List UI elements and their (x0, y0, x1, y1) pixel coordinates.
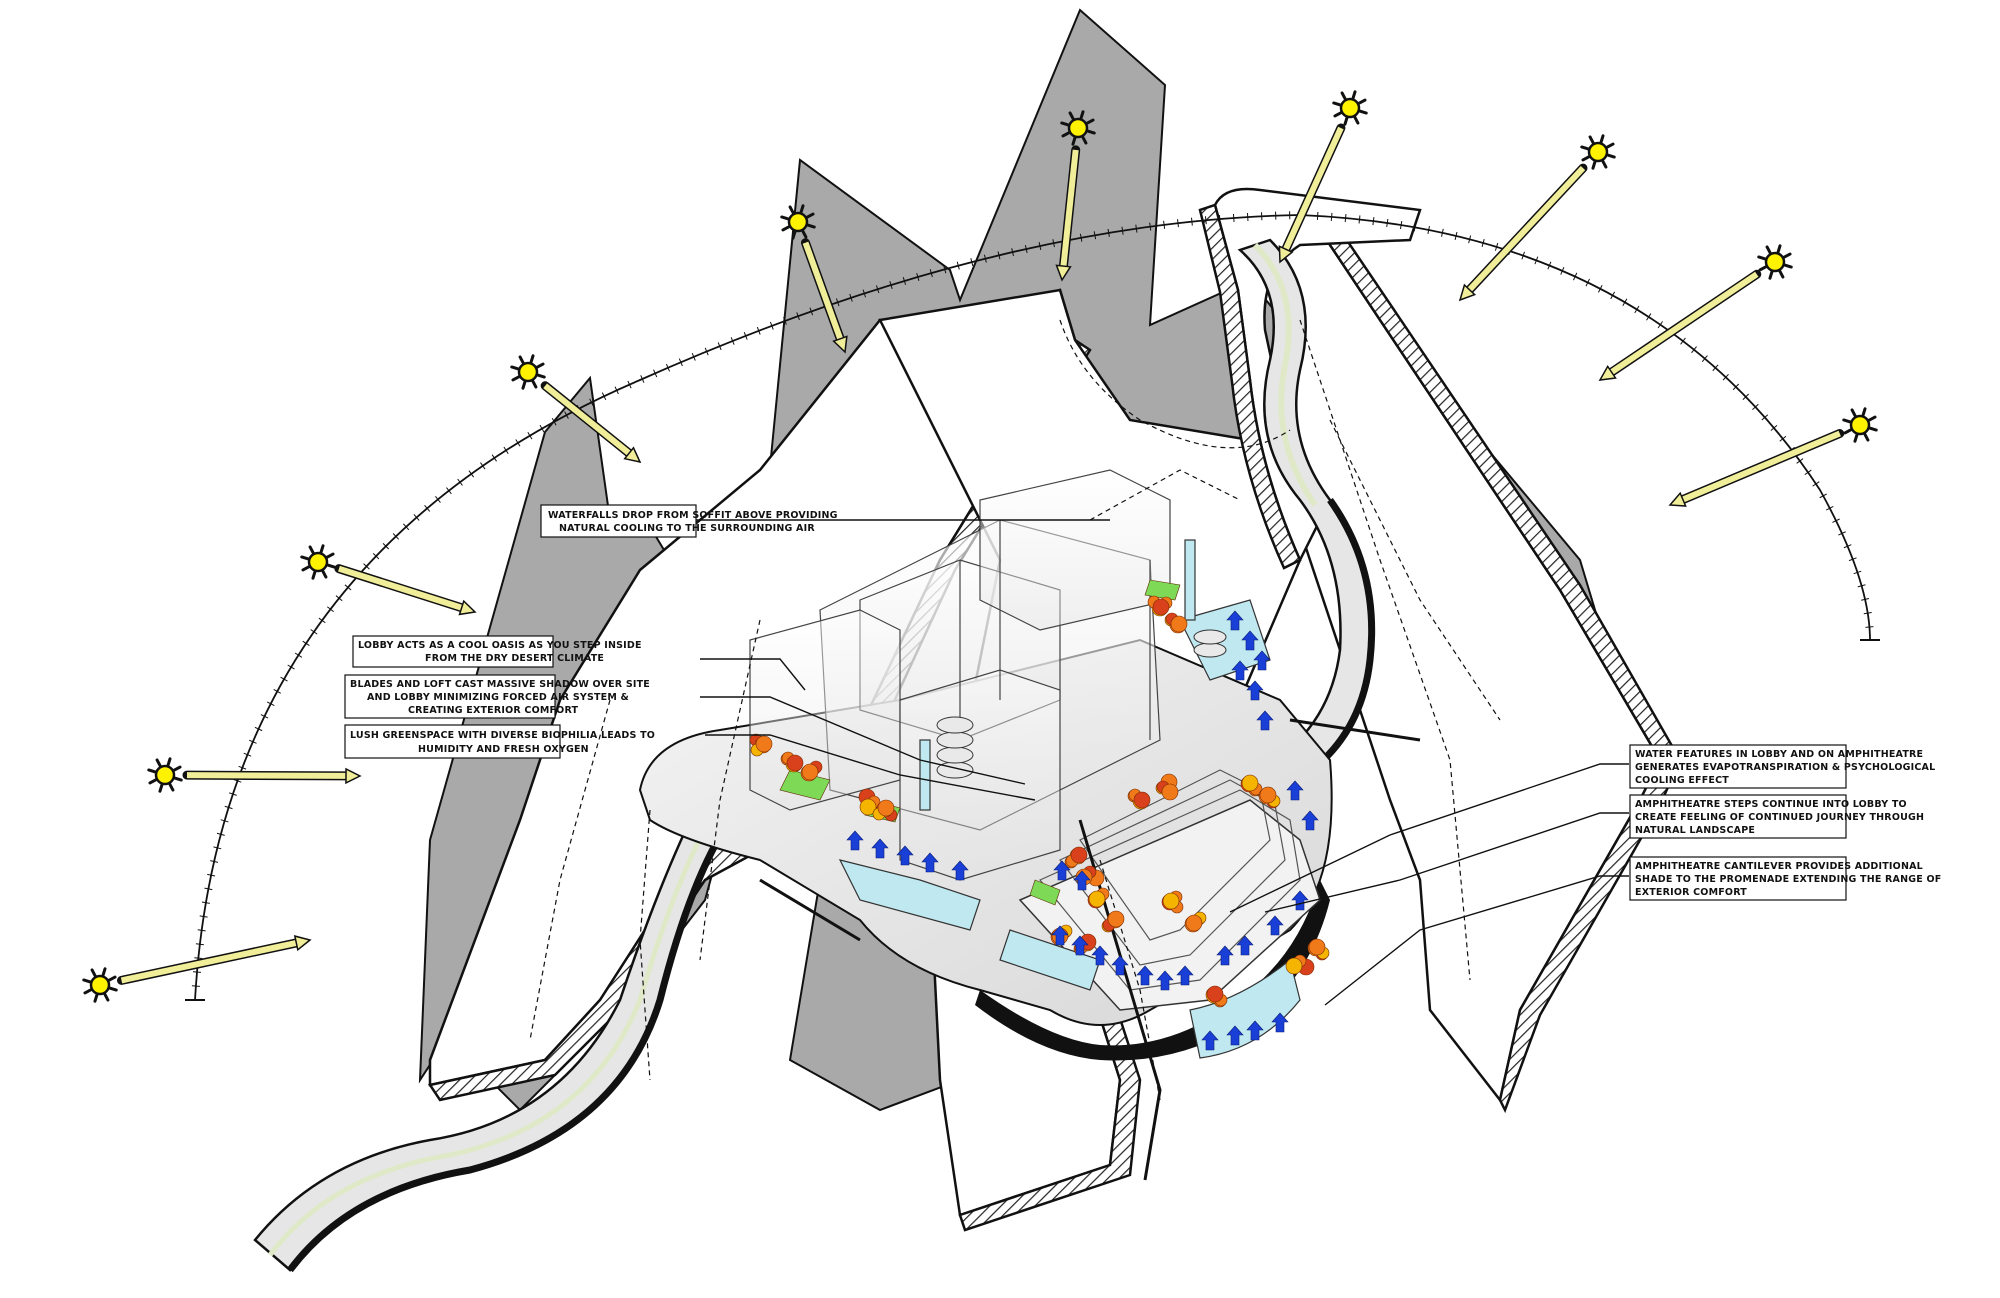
white-blade-right (1270, 230, 1660, 1100)
note-water-features: WATER FEATURES IN LOBBY AND ON AMPHITHEA… (1630, 745, 1935, 788)
tree-canopy (1286, 958, 1302, 974)
svg-text:SHADE TO THE PROMENADE EXTENDI: SHADE TO THE PROMENADE EXTENDING THE RAN… (1635, 874, 1941, 885)
tree-canopy (1153, 599, 1169, 615)
sun-core (1069, 119, 1087, 137)
ray-fill (122, 943, 297, 980)
arc-tick (1864, 612, 1872, 613)
arc-tick (1178, 219, 1179, 227)
svg-text:NATURAL COOLING TO THE SURROUN: NATURAL COOLING TO THE SURROUNDING AIR (559, 523, 815, 534)
ray-arrowhead (346, 769, 360, 783)
tree-canopy (1162, 784, 1178, 800)
ray-arrowhead (460, 601, 475, 614)
arc-tick (1805, 470, 1812, 475)
tree-canopy (1071, 847, 1087, 863)
glass-box-3 (980, 470, 1170, 630)
waterfall-column-1 (920, 740, 930, 810)
tree-canopy (1134, 792, 1150, 808)
tree-canopy (1163, 893, 1179, 909)
sun-icon (84, 969, 116, 1001)
tree-canopy (802, 764, 818, 780)
arc-tick (1219, 215, 1220, 223)
tree-canopy (756, 736, 772, 752)
ray-fill (339, 569, 462, 608)
tree-canopy (1186, 915, 1202, 931)
sun-ray-10 (1670, 409, 1876, 506)
ray-fill (1612, 274, 1757, 372)
svg-text:FROM THE DRY DESERT CLIMATE: FROM THE DRY DESERT CLIMATE (425, 653, 604, 664)
ray-fill (187, 775, 346, 776)
svg-text:EXTERIOR COMFORT: EXTERIOR COMFORT (1635, 887, 1747, 898)
sun-core (156, 766, 174, 784)
sun-icon (1844, 409, 1876, 441)
sun-core (91, 976, 109, 994)
ray-fill (1683, 434, 1840, 500)
sun-icon (1334, 92, 1366, 124)
svg-text:AMPHITHEATRE CANTILEVER PROVID: AMPHITHEATRE CANTILEVER PROVIDES ADDITIO… (1635, 861, 1923, 872)
arc-tick (1192, 218, 1193, 226)
svg-text:BLADES AND LOFT CAST MASSIVE S: BLADES AND LOFT CAST MASSIVE SHADOW OVER… (350, 679, 650, 690)
sun-ray-2 (149, 759, 360, 791)
arc-tick (193, 972, 201, 973)
sun-icon (149, 759, 181, 791)
tree-canopy (1089, 891, 1105, 907)
sun-icon (1759, 246, 1791, 278)
tree-canopy (1309, 939, 1325, 955)
note-amphitheatre-cantilever: AMPHITHEATRE CANTILEVER PROVIDES ADDITIO… (1630, 857, 1941, 900)
sun-icon (302, 546, 334, 578)
sun-core (1341, 99, 1359, 117)
arc-tick (1331, 213, 1332, 221)
arc-tick (200, 916, 208, 917)
arc-tick (194, 958, 202, 959)
sun-icon (1582, 136, 1614, 168)
arc-tick (196, 944, 204, 945)
sun-icon (512, 356, 544, 388)
arc-tick (1233, 214, 1234, 222)
note-amphitheatre-steps: AMPHITHEATRE STEPS CONTINUE INTO LOBBY T… (1630, 795, 1924, 838)
arc-tick (192, 986, 200, 987)
svg-text:LOBBY ACTS AS A COOL OASIS AS: LOBBY ACTS AS A COOL OASIS AS YOU STEP I… (358, 640, 642, 651)
sun-core (309, 553, 327, 571)
svg-text:NATURAL LANDSCAPE: NATURAL LANDSCAPE (1635, 825, 1755, 836)
sun-ray-9 (1600, 246, 1791, 380)
tree-canopy (878, 800, 894, 816)
svg-text:COOLING EFFECT: COOLING EFFECT (1635, 775, 1729, 786)
sun-core (1851, 416, 1869, 434)
svg-text:GENERATES EVAPOTRANSPIRATION &: GENERATES EVAPOTRANSPIRATION & PSYCHOLOG… (1635, 762, 1935, 773)
svg-text:AMPHITHEATRE STEPS CONTINUE IN: AMPHITHEATRE STEPS CONTINUE INTO LOBBY T… (1635, 799, 1907, 810)
tree (1206, 986, 1227, 1007)
sun-ray-3 (302, 546, 475, 615)
svg-text:LUSH GREENSPACE WITH DIVERSE B: LUSH GREENSPACE WITH DIVERSE BIOPHILIA L… (350, 730, 655, 741)
tree-canopy (1171, 616, 1187, 632)
sun-ray-8 (1460, 136, 1614, 300)
tree-canopy (1207, 986, 1223, 1002)
arc-tick (311, 630, 318, 635)
sun-core (1766, 253, 1784, 271)
sun-core (1589, 143, 1607, 161)
arc-tick (202, 902, 210, 903)
arc-tick (198, 930, 206, 931)
svg-text:HUMIDITY AND FRESH OXYGEN: HUMIDITY AND FRESH OXYGEN (418, 744, 589, 755)
sun-ray-1 (84, 936, 310, 1001)
tree-canopy (1260, 787, 1276, 803)
tree-canopy (1242, 775, 1258, 791)
svg-text:AND LOBBY MINIMIZING FORCED AI: AND LOBBY MINIMIZING FORCED AIR SYSTEM & (367, 692, 629, 703)
svg-text:WATERFALLS DROP FROM SOFFIT AB: WATERFALLS DROP FROM SOFFIT ABOVE PROVID… (548, 510, 838, 521)
svg-text:WATER FEATURES IN LOBBY AND ON: WATER FEATURES IN LOBBY AND ON AMPHITHEA… (1635, 749, 1923, 760)
arc-tick (1164, 221, 1165, 229)
tree (1308, 939, 1329, 960)
svg-text:CREATING EXTERIOR COMFORT: CREATING EXTERIOR COMFORT (408, 705, 579, 716)
ray-arrowhead (295, 936, 310, 950)
arc-tick (1865, 627, 1873, 628)
svg-text:CREATE FEELING OF CONTINUED JO: CREATE FEELING OF CONTINUED JOURNEY THRO… (1635, 812, 1924, 823)
sun-core (519, 363, 537, 381)
waterfall-column-2 (1185, 540, 1195, 620)
tree-canopy (1108, 911, 1124, 927)
sun-core (789, 213, 807, 231)
tree-canopy (787, 755, 803, 771)
arc-tick (480, 463, 485, 470)
